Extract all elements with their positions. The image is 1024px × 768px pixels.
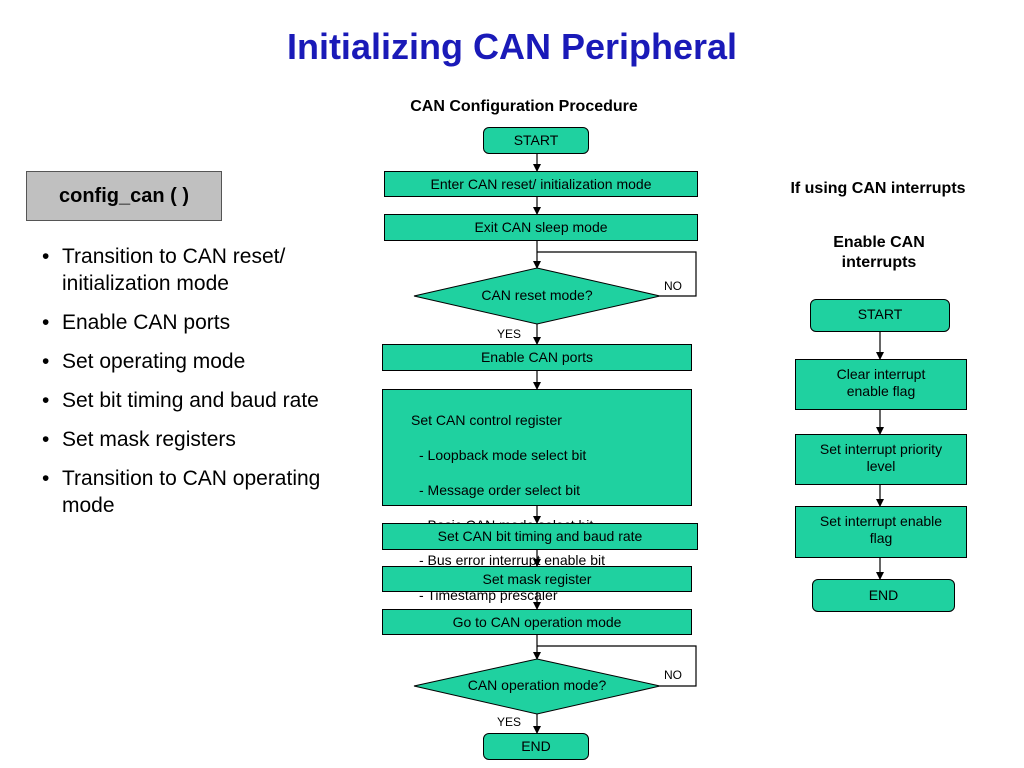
start-node: START	[483, 127, 589, 154]
end-node: END	[483, 733, 589, 760]
go-operation-node: Go to CAN operation mode	[382, 609, 692, 635]
decision-reset-label: CAN reset mode?	[481, 287, 593, 303]
no-label: NO	[664, 668, 682, 682]
decision-operation-label: CAN operation mode?	[467, 677, 607, 693]
interrupts-heading: If using CAN interrupts	[790, 180, 966, 197]
interrupt-start-node: START	[810, 299, 950, 332]
decision-operation-shape	[413, 658, 661, 715]
function-name-box: config_can ( )	[26, 171, 222, 221]
clear-flag-node: Clear interrupt enable flag	[795, 359, 967, 410]
no-label: NO	[664, 279, 682, 293]
decision-reset-shape	[413, 267, 661, 325]
bullet-item: •Transition to CAN reset/ initialization…	[42, 245, 286, 295]
yes-label: YES	[497, 715, 522, 729]
flowchart-title: CAN Configuration Procedure	[410, 98, 638, 115]
control-register-item: - Message order select bit	[419, 481, 581, 498]
bullet-item: •Set bit timing and baud rate	[42, 389, 319, 412]
bit-timing-node: Set CAN bit timing and baud rate	[382, 523, 698, 550]
control-register-node: Set CAN control register - Loopback mode…	[382, 389, 692, 603]
bullet-item: •Set mask registers	[42, 428, 236, 451]
bullet-item: •Set operating mode	[42, 350, 246, 373]
control-register-item: - Bus error interrupt enable bit	[419, 551, 605, 568]
bullet-item: •Transition to CAN operating mode	[42, 467, 321, 517]
control-register-item: - Loopback mode select bit	[419, 446, 587, 463]
enable-flag-node: Set interrupt enable flag	[795, 506, 967, 558]
mask-register-node: Set mask register	[382, 566, 692, 592]
bullet-list: •Transition to CAN reset/ initialization…	[40, 243, 350, 531]
bullet-item: •Enable CAN ports	[42, 311, 231, 334]
exit-sleep-node: Exit CAN sleep mode	[384, 214, 698, 241]
priority-node: Set interrupt priority level	[795, 434, 967, 485]
interrupt-end-node: END	[812, 579, 955, 612]
page-title: Initializing CAN Peripheral	[286, 26, 738, 67]
control-register-heading: Set CAN control register	[411, 411, 562, 428]
enable-ports-node: Enable CAN ports	[382, 344, 692, 371]
enter-reset-node: Enter CAN reset/ initialization mode	[384, 171, 698, 197]
yes-label: YES	[497, 327, 522, 341]
interrupts-subheading: Enable CAN interrupts	[833, 234, 925, 271]
